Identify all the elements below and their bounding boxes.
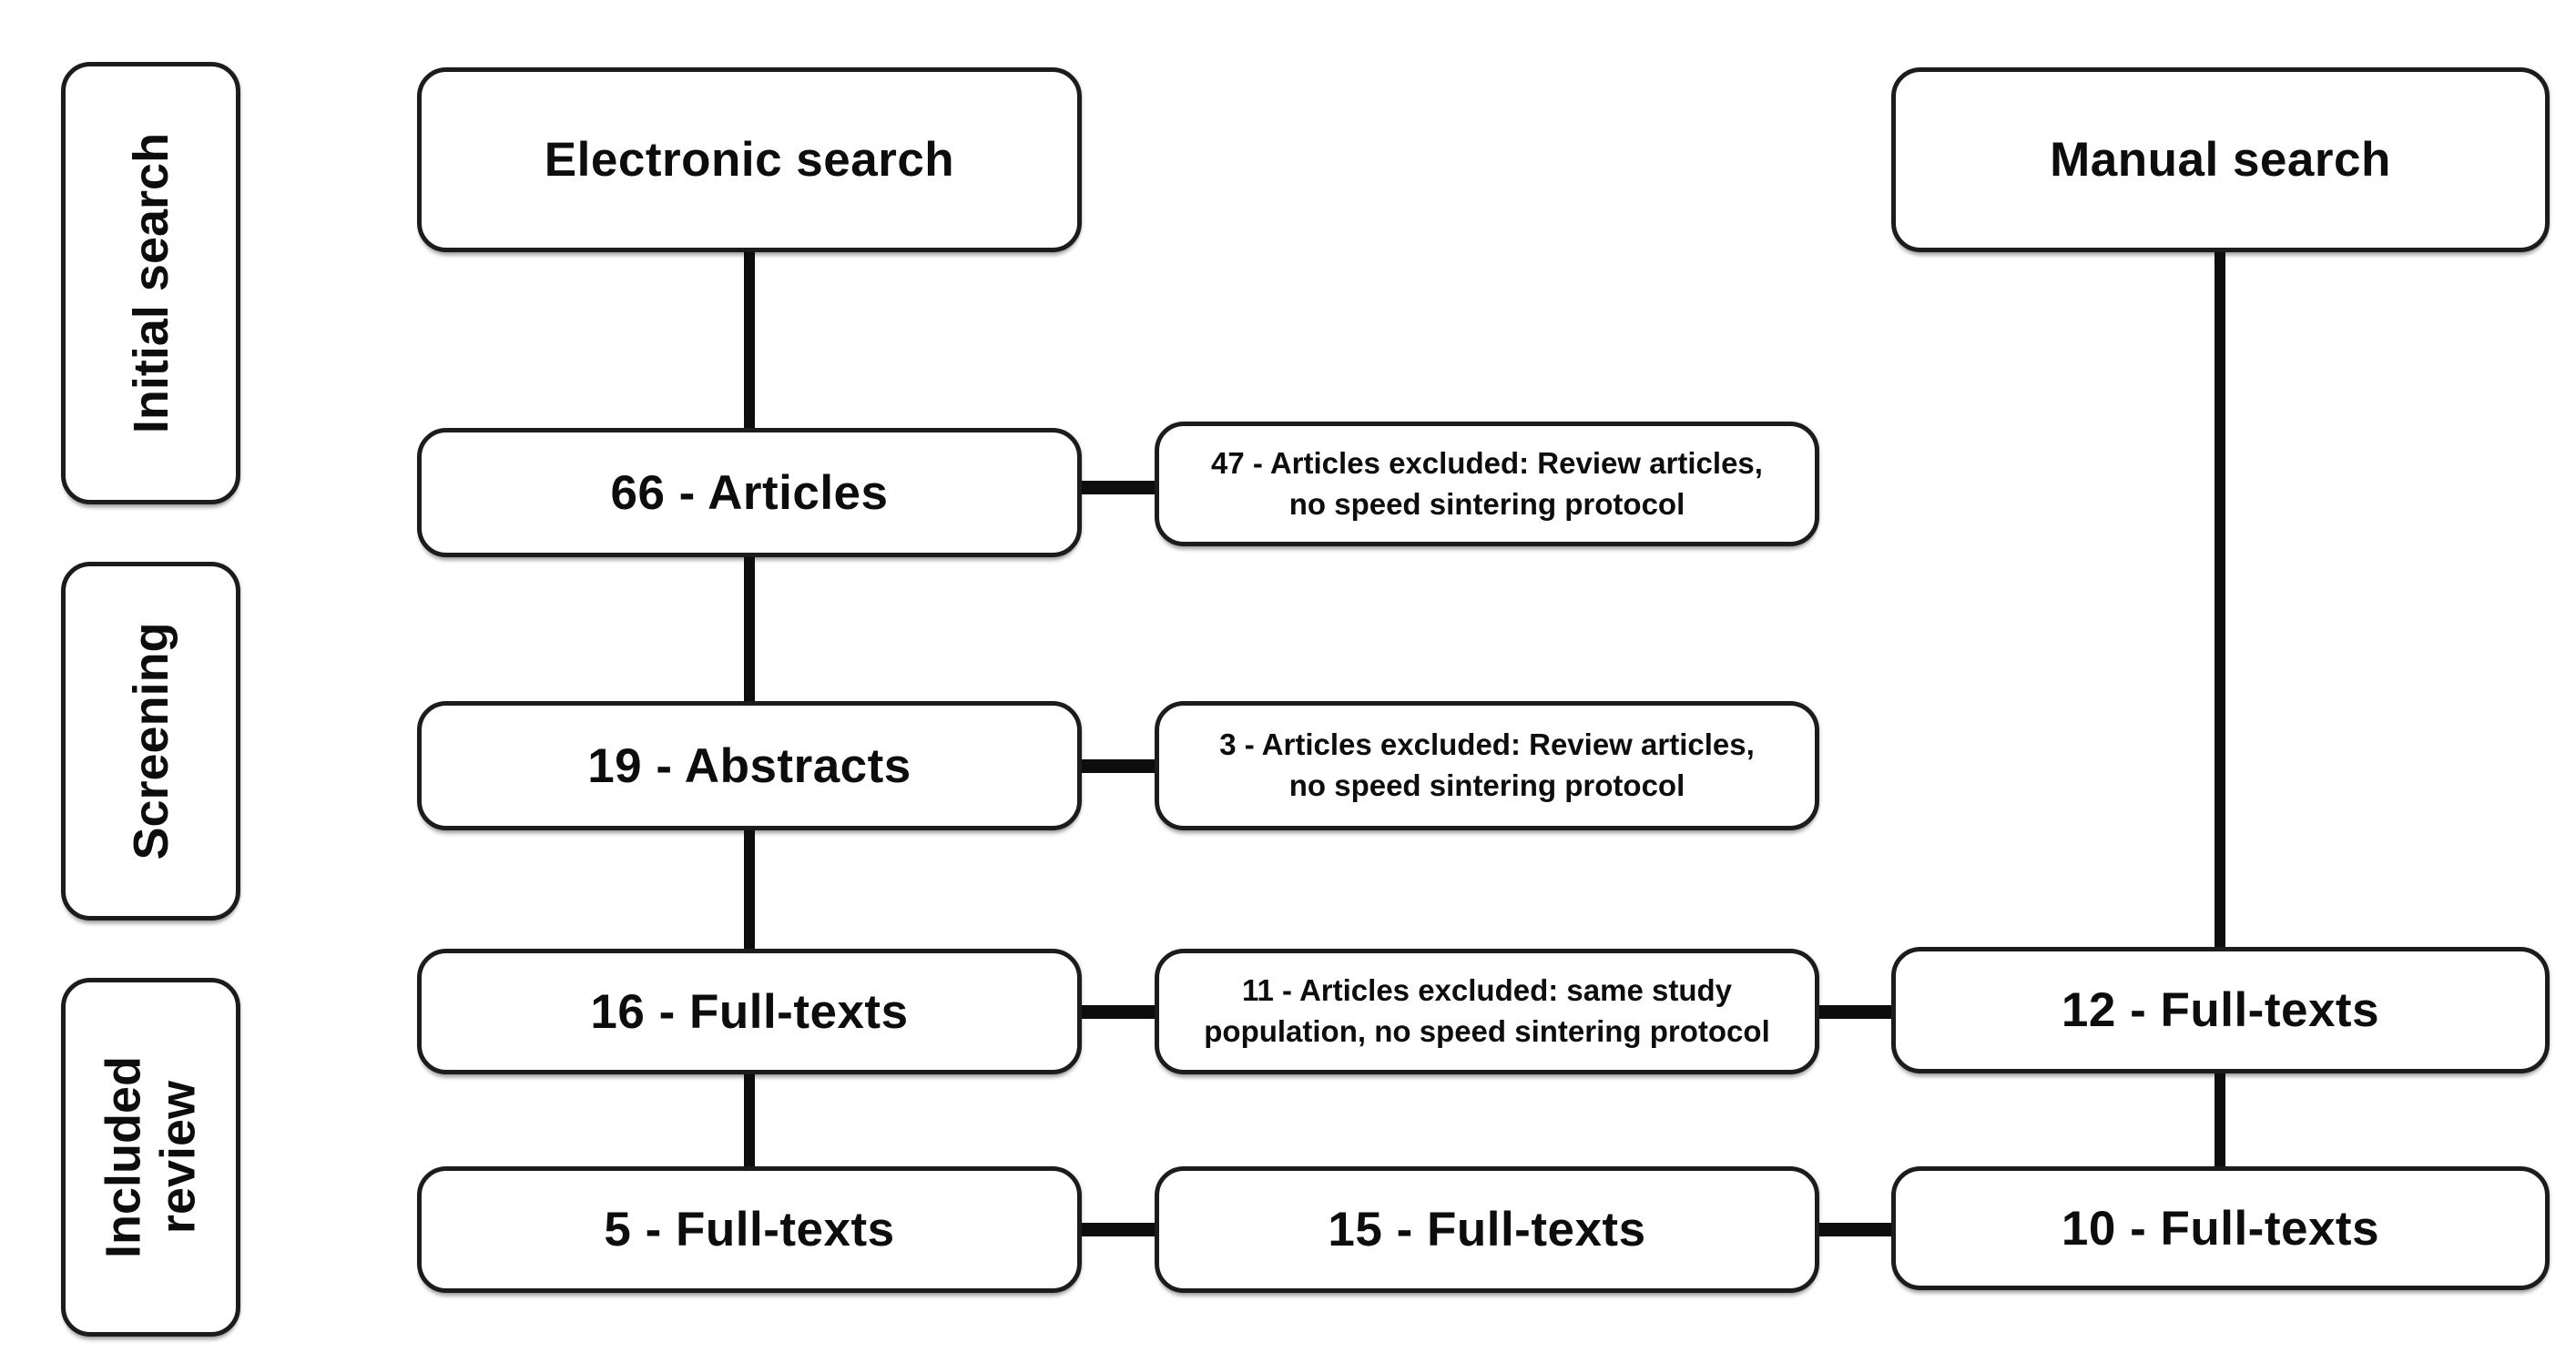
stage-screening-label: Screening [123,622,178,860]
fulltexts-12-label: 12 - Full-texts [2061,983,2380,1037]
abstracts-19-box: 19 - Abstracts [417,701,1082,830]
manual-search-box: Manual search [1891,67,2550,252]
connector-articles66-to-excluded47 [1082,481,1155,494]
stage-included-review: Included review [61,978,240,1337]
excluded-3-note: 3 - Articles excluded: Review articles, … [1155,701,1819,830]
excluded-47-line1: 47 - Articles excluded: Review articles, [1211,445,1763,480]
excluded-3-line1: 3 - Articles excluded: Review articles, [1219,727,1755,762]
fulltexts-10-label: 10 - Full-texts [2061,1201,2380,1256]
fulltexts-5-box: 5 - Full-texts [417,1166,1082,1293]
fulltexts-12-box: 12 - Full-texts [1891,947,2550,1073]
connector-fulltexts16-to-excluded11 [1082,1005,1155,1019]
connector-articles-to-abstracts [744,557,755,701]
articles-66-label: 66 - Articles [610,465,889,520]
connector-fulltexts5-to-fulltexts15 [1082,1223,1155,1236]
stage-included-review-label: Included review [96,1056,206,1259]
electronic-search-label: Electronic search [544,133,955,187]
excluded-11-line2: population, no speed sintering protocol [1204,1014,1770,1048]
excluded-11-note: 11 - Articles excluded: same study popul… [1155,949,1819,1074]
connector-electronic-to-articles [744,252,755,428]
connector-fulltexts12-to-fulltexts10 [2215,1073,2225,1166]
fulltexts-10-box: 10 - Full-texts [1891,1166,2550,1290]
connector-abstracts19-to-excluded3 [1082,759,1155,773]
fulltexts-15-label: 15 - Full-texts [1328,1203,1646,1256]
connector-abstracts-to-fulltexts16 [744,830,755,949]
connector-fulltexts15-to-fulltexts10 [1819,1223,1891,1236]
electronic-search-box: Electronic search [417,67,1082,252]
manual-search-label: Manual search [2050,133,2391,187]
excluded-11-line1: 11 - Articles excluded: same study [1241,973,1732,1008]
excluded-47-note: 47 - Articles excluded: Review articles,… [1155,422,1819,546]
articles-66-box: 66 - Articles [417,428,1082,557]
connector-manual-to-fulltexts12 [2215,252,2225,947]
fulltexts-16-box: 16 - Full-texts [417,949,1082,1074]
stage-screening: Screening [61,562,240,921]
excluded-47-line2: no speed sintering protocol [1288,486,1685,521]
stage-initial-search: Initial search [61,62,240,504]
connector-fulltexts16-to-fulltexts5 [744,1074,755,1166]
fulltexts-5-label: 5 - Full-texts [604,1203,895,1256]
abstracts-19-label: 19 - Abstracts [587,738,911,793]
connector-excluded11-to-fulltexts12 [1819,1005,1891,1019]
fulltexts-15-box: 15 - Full-texts [1155,1166,1819,1293]
excluded-3-line2: no speed sintering protocol [1288,768,1685,802]
stage-initial-search-label: Initial search [123,132,178,434]
fulltexts-16-label: 16 - Full-texts [590,984,909,1039]
